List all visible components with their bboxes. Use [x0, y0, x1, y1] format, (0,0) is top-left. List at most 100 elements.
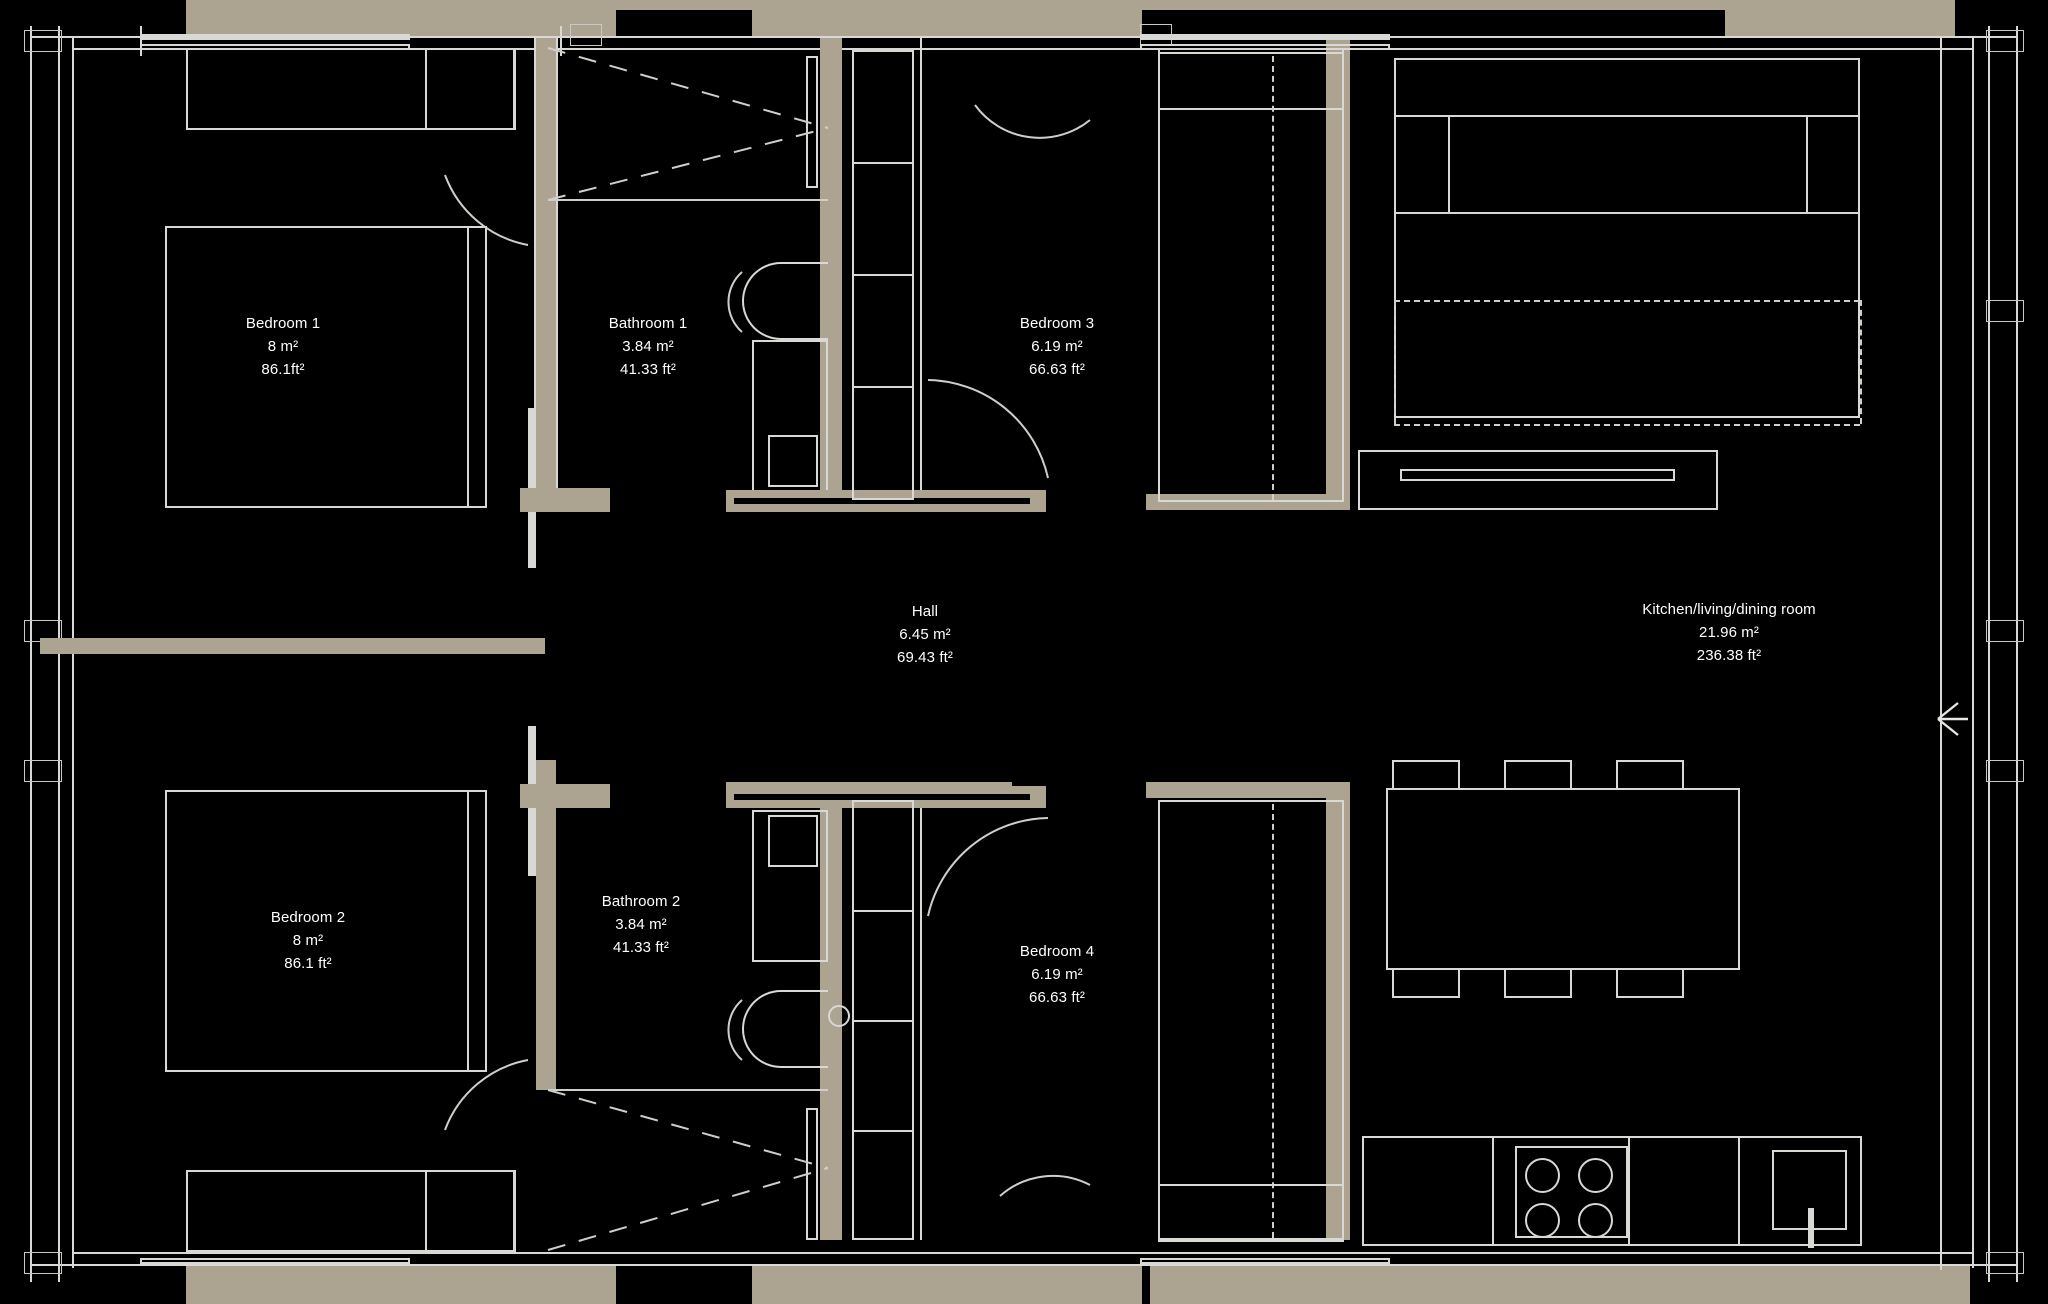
- room-area-m2: 3.84 m²: [622, 338, 674, 355]
- interior-wall-bed1-bath1: [536, 38, 556, 210]
- room-area-ft2: 86.1ft²: [261, 361, 305, 378]
- wall-stub-bed2: [520, 784, 610, 808]
- burner-top-right: [1578, 1158, 1613, 1193]
- window-strip-bottom-bed4-a: [1140, 1258, 1390, 1264]
- exterior-line-bottom: [30, 1264, 2018, 1266]
- room-label-kitchen-living-dining: Kitchen/living/dining room 21.96 m² 236.…: [1642, 598, 1816, 667]
- cooktop: [1515, 1146, 1628, 1238]
- dining-chair-bottom-2: [1504, 968, 1572, 998]
- shower-drain-bathroom-2: [768, 815, 818, 867]
- interior-wall-bed3-kitchen: [1326, 38, 1350, 508]
- burner-top-left: [1525, 1158, 1560, 1193]
- room-area-m2: 21.96 m²: [1699, 624, 1759, 641]
- burner-bottom-right: [1578, 1203, 1613, 1238]
- sliding-door-leaf-bath2: [806, 1108, 818, 1240]
- room-name: Hall: [911, 603, 939, 620]
- bed-headboard-bedroom-1: [467, 226, 469, 508]
- window-right-bottom: [1986, 1252, 2024, 1274]
- sliding-door-leaf-bath1: [806, 56, 818, 188]
- room-name: Kitchen/living/dining room: [1642, 601, 1816, 618]
- sofa-seat-line: [1394, 212, 1860, 214]
- room-name: Bedroom 3: [1019, 315, 1095, 332]
- window-top-mullion-2: [560, 26, 562, 56]
- rug-top-edge: [1394, 300, 1860, 302]
- burner-bottom-left: [1525, 1203, 1560, 1238]
- room-area-ft2: 41.33 ft²: [613, 939, 669, 956]
- room-area-ft2: 66.63 ft²: [1029, 989, 1085, 1006]
- window-strip-top-bed1-b: [140, 44, 410, 50]
- interior-wall-mid-bed4: [1146, 782, 1350, 798]
- interior-line-closet-right: [920, 38, 922, 508]
- exterior-line-top: [30, 36, 2018, 38]
- exterior-line-bottom2: [72, 1252, 1972, 1254]
- window-left-bottom: [24, 1252, 62, 1274]
- dining-chair-top-1: [1392, 760, 1460, 790]
- toilet-bathroom-1: [742, 262, 828, 340]
- exterior-line-top2: [72, 48, 1972, 50]
- exterior-wall-left-inner: [58, 26, 60, 1282]
- window-strip-top-bed1-a: [140, 34, 410, 40]
- rug-right-edge: [1860, 300, 1862, 424]
- rug-left-edge: [1394, 300, 1396, 424]
- room-area-m2: 6.19 m²: [1031, 966, 1083, 983]
- toilet-seat-arc-1: [727, 271, 743, 333]
- nightstand-bedroom-2: [425, 1170, 515, 1252]
- closet-upper-div-2: [852, 274, 914, 276]
- room-label-hall: Hall 6.45 m² 69.43 ft²: [897, 600, 953, 669]
- window-right-mid3: [1986, 760, 2024, 782]
- dining-chair-top-2: [1504, 760, 1572, 790]
- wall-stub-bed1: [520, 488, 610, 512]
- window-right-mid2: [1986, 620, 2024, 642]
- bunk-bed-bedroom-3: [1158, 52, 1344, 502]
- bunk-bed-3-upper-outline: [1272, 56, 1274, 500]
- room-name: Bedroom 4: [1019, 943, 1095, 960]
- door-swing-bedroom-3: [927, 379, 1049, 479]
- exterior-wall-right-inner: [1988, 26, 1990, 1282]
- closet-lower-div-1: [852, 910, 914, 912]
- toilet-seat-arc-2: [727, 999, 743, 1061]
- room-area-m2: 3.84 m²: [615, 916, 667, 933]
- interior-wall-line-b: [556, 38, 558, 510]
- window-strip-bottom-bed2-a: [140, 1258, 410, 1264]
- sofa-armrest-right: [1806, 115, 1808, 213]
- room-area-ft2: 41.33 ft²: [620, 361, 676, 378]
- rug-bottom-edge: [1394, 424, 1860, 426]
- wardrobe-bedroom-2: [186, 1170, 516, 1252]
- door-swing-bedroom-4: [927, 817, 1049, 917]
- exterior-wall-bottom-1: [186, 1266, 616, 1304]
- toilet-bathroom-2: [742, 990, 828, 1068]
- dining-chair-top-3: [1616, 760, 1684, 790]
- interior-wall-bed2-bath2: [536, 760, 556, 1090]
- wardrobe-bedroom-4: [1158, 1184, 1344, 1242]
- bed-headboard-bedroom-2: [467, 790, 469, 1072]
- sofa-armrest-left: [1448, 115, 1450, 213]
- room-label-bedroom-1: Bedroom 1 8 m² 86.1ft²: [246, 312, 320, 381]
- room-area-ft2: 86.1 ft²: [284, 955, 332, 972]
- closet-lower-div-2: [852, 1020, 914, 1022]
- room-area-m2: 8 m²: [267, 338, 299, 355]
- room-label-bathroom-2: Bathroom 2 3.84 m² 41.33 ft²: [602, 890, 681, 959]
- room-area-ft2: 66.63 ft²: [1029, 361, 1085, 378]
- room-name: Bedroom 1: [245, 315, 321, 332]
- window-left-mid2: [24, 760, 62, 782]
- window-strip-top-bed3-b: [1140, 44, 1390, 50]
- closet-upper-div-3: [852, 386, 914, 388]
- interior-wall-mid-bed3: [1146, 494, 1350, 510]
- closet-upper-div-1: [852, 162, 914, 164]
- tv-media-unit: [1358, 450, 1718, 510]
- dining-chair-bottom-1: [1392, 968, 1460, 998]
- bunk-bed-bedroom-4: [1158, 800, 1344, 1240]
- exterior-wall-bottom-2: [752, 1266, 1142, 1304]
- exterior-wall-left-outer: [30, 26, 32, 1282]
- kitchen-upper-cab-line: [1940, 38, 1942, 1270]
- window-right-mid1: [1986, 300, 2024, 322]
- bed-bedroom-2: [165, 790, 487, 1072]
- room-area-ft2: 236.38 ft²: [1696, 647, 1762, 664]
- sofa: [1394, 58, 1860, 418]
- room-label-bedroom-2: Bedroom 2 8 m² 86.1 ft²: [271, 906, 345, 975]
- bathroom-2-sill-line: [734, 794, 1030, 800]
- room-area-m2: 8 m²: [292, 932, 324, 949]
- room-name: Bathroom 1: [608, 315, 688, 332]
- exterior-wall-top-strip: [418, 0, 1738, 10]
